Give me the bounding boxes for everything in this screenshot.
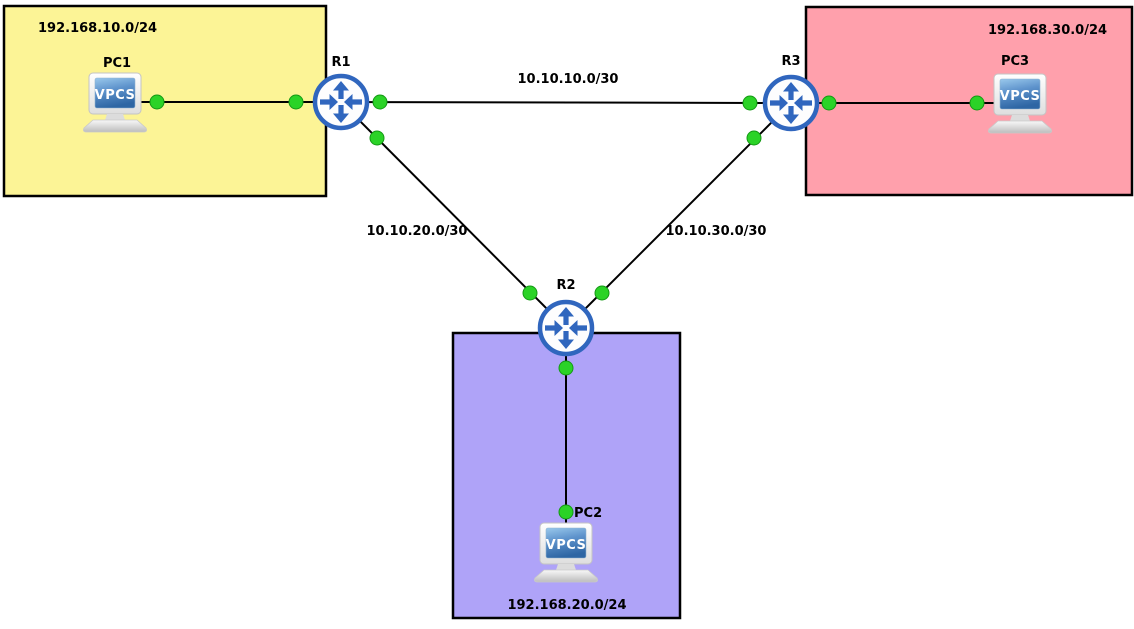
status-dot: [594, 285, 610, 301]
pc-pc1-label: PC1: [103, 56, 131, 71]
link-r1-r3-label: 10.10.10.0/30: [518, 72, 619, 87]
link-status-dots: [149, 94, 985, 520]
pc-pc3[interactable]: VPCS: [988, 73, 1052, 134]
pc-pc3-label: PC3: [1001, 54, 1029, 69]
router-r1-label: R1: [331, 55, 350, 70]
pc-neck-icon: [556, 564, 576, 570]
router-r1[interactable]: [312, 73, 370, 131]
status-dot: [369, 130, 385, 146]
zone-lan-30[interactable]: [804, 5, 1134, 197]
pc-base-icon: [83, 119, 147, 133]
status-dot: [149, 94, 165, 110]
status-dot: [746, 130, 762, 146]
link-r1-r2-label: 10.10.20.0/30: [367, 224, 468, 239]
router-r2-label: R2: [556, 278, 575, 293]
status-dot: [558, 504, 574, 520]
zone-lan-10-label: 192.168.10.0/24: [38, 21, 157, 36]
pc-screen-icon: [999, 78, 1041, 110]
link-r1-r3[interactable]: [340, 101, 792, 104]
router-icon: [537, 299, 595, 357]
pc-screen-icon: [545, 527, 587, 559]
status-dot: [969, 95, 985, 111]
pc-base-icon: [988, 120, 1052, 134]
pc-pc1[interactable]: VPCS: [83, 72, 147, 133]
pc-pc2-label: PC2: [574, 506, 602, 521]
link-r2-r3-label: 10.10.30.0/30: [666, 224, 767, 239]
pc-os-label: VPCS: [1000, 89, 1041, 104]
router-arrows-icon: [320, 81, 362, 123]
pc-pc2[interactable]: VPCS: [534, 522, 598, 583]
status-dot: [558, 360, 574, 376]
status-dot: [288, 94, 304, 110]
router-arrows-icon: [545, 307, 587, 349]
router-arrows-icon: [770, 82, 812, 124]
pc-base-icon: [534, 569, 598, 583]
status-dot: [821, 95, 837, 111]
status-dot: [522, 285, 538, 301]
pc-os-label: VPCS: [95, 88, 136, 103]
zone-lan-20-label: 192.168.20.0/24: [507, 598, 626, 613]
pc-os-label: VPCS: [546, 538, 587, 553]
pc-screen-icon: [94, 77, 136, 109]
pc-neck-icon: [105, 114, 125, 120]
status-dot: [372, 94, 388, 110]
router-r3-label: R3: [781, 54, 800, 69]
status-dot: [742, 95, 758, 111]
router-icon: [312, 73, 370, 131]
zone-lan-30-label: 192.168.30.0/24: [988, 23, 1107, 38]
router-icon: [762, 74, 820, 132]
router-r2[interactable]: [537, 299, 595, 357]
pc-neck-icon: [1010, 115, 1030, 121]
router-r3[interactable]: [762, 74, 820, 132]
